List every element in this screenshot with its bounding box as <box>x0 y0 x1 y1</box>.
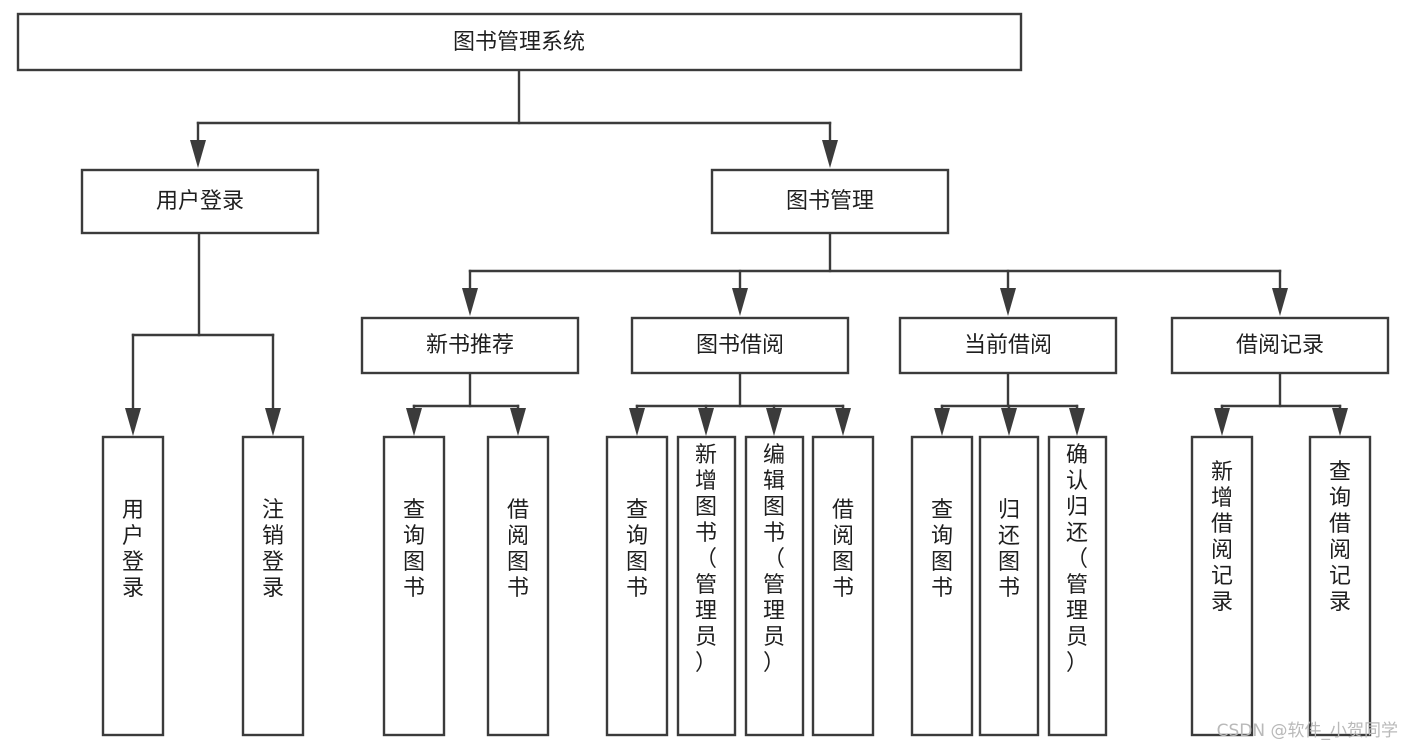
leaf-book-borrow-2-label: 编辑图书（管理员） <box>763 443 785 676</box>
arrow-head-bookborrow-leaf-3 <box>835 408 851 436</box>
node-user-login-box[interactable] <box>80 168 320 235</box>
leaf-current-borrow-1-label: 归还图书 <box>998 498 1020 601</box>
leaf-book-borrow-1-box[interactable] <box>676 435 737 737</box>
leaf-new-book-recommend-1-label: 借阅图书 <box>507 498 529 601</box>
leaf-borrow-record-0[interactable]: 新增借阅记录 <box>1190 435 1254 737</box>
arrow-head-leaf-user-login-1 <box>265 408 281 436</box>
leaf-borrow-record-1[interactable]: 查询借阅记录 <box>1308 435 1372 737</box>
arrow-head-l3-1 <box>732 288 748 316</box>
leaf-book-borrow-0-label: 查询图书 <box>626 498 648 601</box>
leaf-book-borrow-1[interactable]: 新增图书（管理员） <box>676 435 737 737</box>
node-root-label: 图书管理系统 <box>453 30 585 55</box>
leaf-borrow-record-0-label: 新增借阅记录 <box>1211 460 1233 615</box>
connector-layer <box>125 68 1348 436</box>
leaf-current-borrow-2-label: 确认归还（管理员） <box>1066 443 1088 676</box>
arrow-head-currentborrow-leaf-2 <box>1069 408 1085 436</box>
leaf-book-borrow-2[interactable]: 编辑图书（管理员） <box>744 435 805 737</box>
leaf-current-borrow-0[interactable]: 查询图书 <box>910 435 974 737</box>
node-new-book-recommend[interactable]: 新书推荐 <box>360 316 580 375</box>
leaf-user-login-1-label: 注销登录 <box>262 498 284 601</box>
arrow-head-currentborrow-leaf-1 <box>1001 408 1017 436</box>
node-borrow-record-box[interactable] <box>1170 316 1390 375</box>
arrow-head-l3-2 <box>1000 288 1016 316</box>
node-current-borrow-label: 当前借阅 <box>964 333 1052 358</box>
leaf-borrow-record-1-label: 查询借阅记录 <box>1329 460 1351 615</box>
arrow-head-newbook-leaf-1 <box>510 408 526 436</box>
leaf-user-login-0[interactable]: 用户登录 <box>101 435 165 737</box>
leaf-book-borrow-3-box[interactable] <box>811 435 875 737</box>
leaf-current-borrow-0-box[interactable] <box>910 435 974 737</box>
leaf-current-borrow-1[interactable]: 归还图书 <box>978 435 1040 737</box>
node-user-login[interactable]: 用户登录 <box>80 168 320 235</box>
leaf-user-login-0-box[interactable] <box>101 435 165 737</box>
arrow-head-bookborrow-leaf-2 <box>766 408 782 436</box>
node-current-borrow[interactable]: 当前借阅 <box>898 316 1118 375</box>
node-root[interactable]: 图书管理系统 <box>16 12 1023 72</box>
node-book-management-label: 图书管理 <box>786 189 874 214</box>
leaf-new-book-recommend-1-box[interactable] <box>486 435 550 737</box>
node-new-book-recommend-box[interactable] <box>360 316 580 375</box>
node-borrow-record[interactable]: 借阅记录 <box>1170 316 1390 375</box>
arrow-head-currentborrow-leaf-0 <box>934 408 950 436</box>
node-book-management[interactable]: 图书管理 <box>710 168 950 235</box>
arrow-head-bookborrow-leaf-0 <box>629 408 645 436</box>
leaf-book-borrow-3-label: 借阅图书 <box>832 498 854 601</box>
leaf-book-borrow-0-box[interactable] <box>605 435 669 737</box>
leaf-current-borrow-2[interactable]: 确认归还（管理员） <box>1047 435 1108 737</box>
node-book-borrow-label: 图书借阅 <box>696 333 784 358</box>
node-borrow-record-label: 借阅记录 <box>1236 333 1324 358</box>
arrow-head-leaf-user-login-0 <box>125 408 141 436</box>
arrow-head-book-mgmt <box>822 140 838 168</box>
leaf-book-borrow-2-box[interactable] <box>744 435 805 737</box>
watermark-text: CSDN @软件_小贺同学 <box>1217 721 1398 741</box>
node-new-book-recommend-label: 新书推荐 <box>426 333 514 358</box>
node-current-borrow-box[interactable] <box>898 316 1118 375</box>
leaf-user-login-0-label: 用户登录 <box>122 498 144 601</box>
node-book-borrow-box[interactable] <box>630 316 850 375</box>
node-root-box[interactable] <box>16 12 1023 72</box>
leaf-user-login-1-box[interactable] <box>241 435 305 737</box>
leaf-new-book-recommend-0-label: 查询图书 <box>403 498 425 601</box>
arrow-head-bookborrow-leaf-1 <box>698 408 714 436</box>
leaf-book-borrow-0[interactable]: 查询图书 <box>605 435 669 737</box>
arrow-head-l3-3 <box>1272 288 1288 316</box>
arrow-head-l3-0 <box>462 288 478 316</box>
node-book-management-box[interactable] <box>710 168 950 235</box>
leaf-current-borrow-2-box[interactable] <box>1047 435 1108 737</box>
node-book-borrow[interactable]: 图书借阅 <box>630 316 850 375</box>
arrow-head-newbook-leaf-0 <box>406 408 422 436</box>
leaf-borrow-record-0-box[interactable] <box>1190 435 1254 737</box>
leaf-new-book-recommend-1[interactable]: 借阅图书 <box>486 435 550 737</box>
leaf-current-borrow-1-box[interactable] <box>978 435 1040 737</box>
leaf-book-borrow-3[interactable]: 借阅图书 <box>811 435 875 737</box>
arrow-head-borrowrecord-leaf-0 <box>1214 408 1230 436</box>
leaf-borrow-record-1-box[interactable] <box>1308 435 1372 737</box>
arrow-head-borrowrecord-leaf-1 <box>1332 408 1348 436</box>
arrow-head-user-login <box>190 140 206 168</box>
node-user-login-label: 用户登录 <box>156 189 244 214</box>
leaf-user-login-1[interactable]: 注销登录 <box>241 435 305 737</box>
leaf-current-borrow-0-label: 查询图书 <box>931 498 953 601</box>
leaf-book-borrow-1-label: 新增图书（管理员） <box>695 443 717 676</box>
leaf-new-book-recommend-0-box[interactable] <box>382 435 446 737</box>
leaf-new-book-recommend-0[interactable]: 查询图书 <box>382 435 446 737</box>
